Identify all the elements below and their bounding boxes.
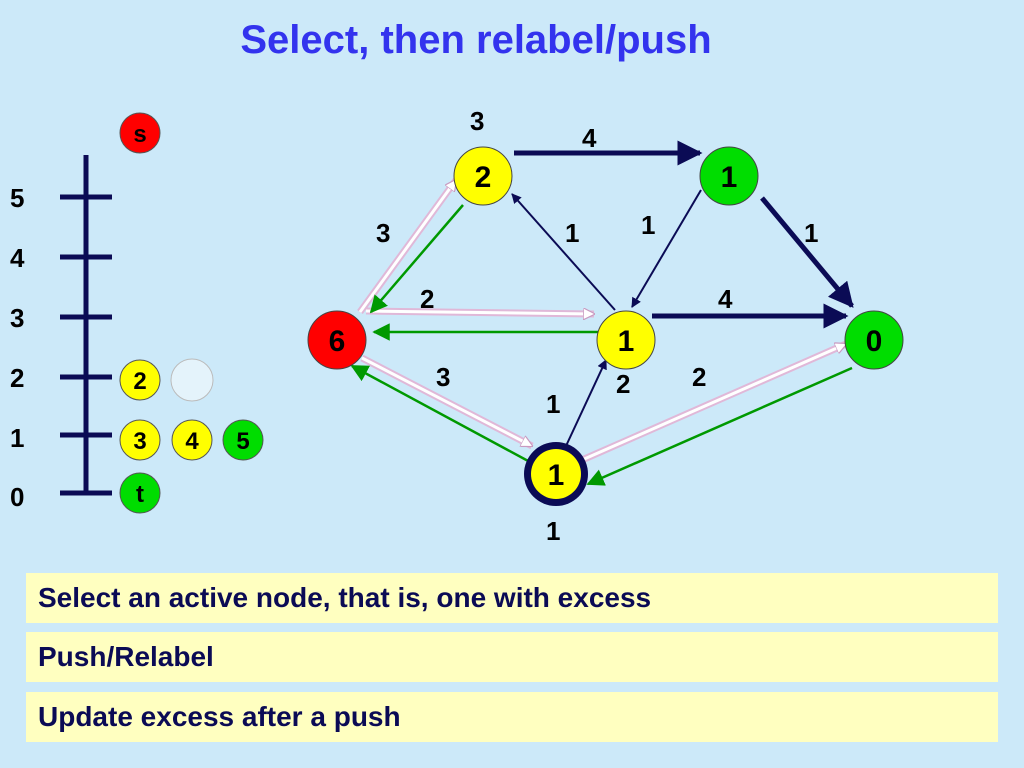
edge-label-n5-n4: 1	[641, 210, 655, 240]
height-label-2: 2	[10, 363, 24, 393]
svg-text:3: 3	[133, 428, 146, 455]
svg-text:s: s	[133, 121, 146, 148]
flow-edge-n2-s	[369, 204, 464, 314]
edge-label-s-n3: 3	[436, 362, 450, 392]
edge-label-n3-t: 2	[692, 362, 706, 392]
bucket-node-5: 5	[222, 419, 264, 461]
graph-node-t: 0	[844, 310, 904, 370]
height-label-0: 0	[10, 482, 24, 512]
svg-text:2: 2	[133, 368, 146, 395]
svg-text:1: 1	[618, 325, 635, 358]
edge-labels: 3 2 3 1 4 1 1 4 1 2 2	[376, 123, 818, 419]
svg-text:1: 1	[721, 161, 738, 194]
height-label-4: 4	[10, 243, 25, 273]
excess-label-n3: 1	[546, 516, 560, 546]
svg-text:0: 0	[866, 325, 883, 358]
graph-node-s: 6	[307, 310, 367, 370]
svg-text:5: 5	[236, 428, 249, 455]
edge-n5-n4	[631, 189, 702, 308]
graph-node-n3-selected: 1	[524, 442, 588, 506]
edge-label-n2-n5: 4	[582, 123, 597, 153]
edge-n3-n4	[565, 359, 607, 447]
svg-text:1: 1	[548, 459, 565, 492]
edge-label-n3-n4-b: 2	[616, 369, 630, 399]
edge-label-n4-t: 4	[718, 284, 733, 314]
edge-label-s-n4: 2	[420, 284, 434, 314]
bucket-node-s: s	[119, 112, 161, 154]
height-label-1: 1	[10, 423, 24, 453]
svg-text:6: 6	[329, 325, 346, 358]
edge-label-n5-t: 1	[804, 218, 818, 248]
graph-node-n4: 1	[596, 310, 656, 370]
residual-edges	[357, 177, 846, 464]
svg-text:4: 4	[185, 428, 199, 455]
svg-text:t: t	[136, 481, 144, 508]
graph-node-n2: 2	[453, 146, 513, 206]
capacity-edges	[511, 140, 854, 447]
svg-text:2: 2	[475, 161, 492, 194]
excess-label-n2: 3	[470, 106, 484, 136]
flow-edge-n3-s	[350, 364, 531, 464]
flow-edges	[350, 204, 853, 486]
edge-label-s-n2: 3	[376, 218, 390, 248]
edge-label-n4-n2: 1	[565, 218, 579, 248]
bucket-node-2: 2	[119, 359, 161, 401]
step-select-active-node: Select an active node, that is, one with…	[26, 573, 998, 623]
bucket-node-4: 4	[171, 419, 213, 461]
bucket-node-empty	[170, 358, 214, 402]
bucket-node-t: t	[119, 472, 161, 514]
height-label-3: 3	[10, 303, 24, 333]
step-update-excess: Update excess after a push	[26, 692, 998, 742]
edge-n4-n2	[511, 193, 616, 311]
page-title: Select, then relabel/push	[240, 18, 712, 62]
height-scale: 5 4 3 2 1 0 s 2 3 4 5 t	[10, 112, 264, 514]
flow-edge-t-n3	[586, 366, 853, 486]
height-label-5: 5	[10, 183, 24, 213]
edge-label-n3-n4-a: 1	[546, 389, 560, 419]
edge-n5-t	[760, 196, 854, 308]
bucket-node-3: 3	[119, 419, 161, 461]
graph-node-n5: 1	[699, 146, 759, 206]
step-push-relabel: Push/Relabel	[26, 632, 998, 682]
